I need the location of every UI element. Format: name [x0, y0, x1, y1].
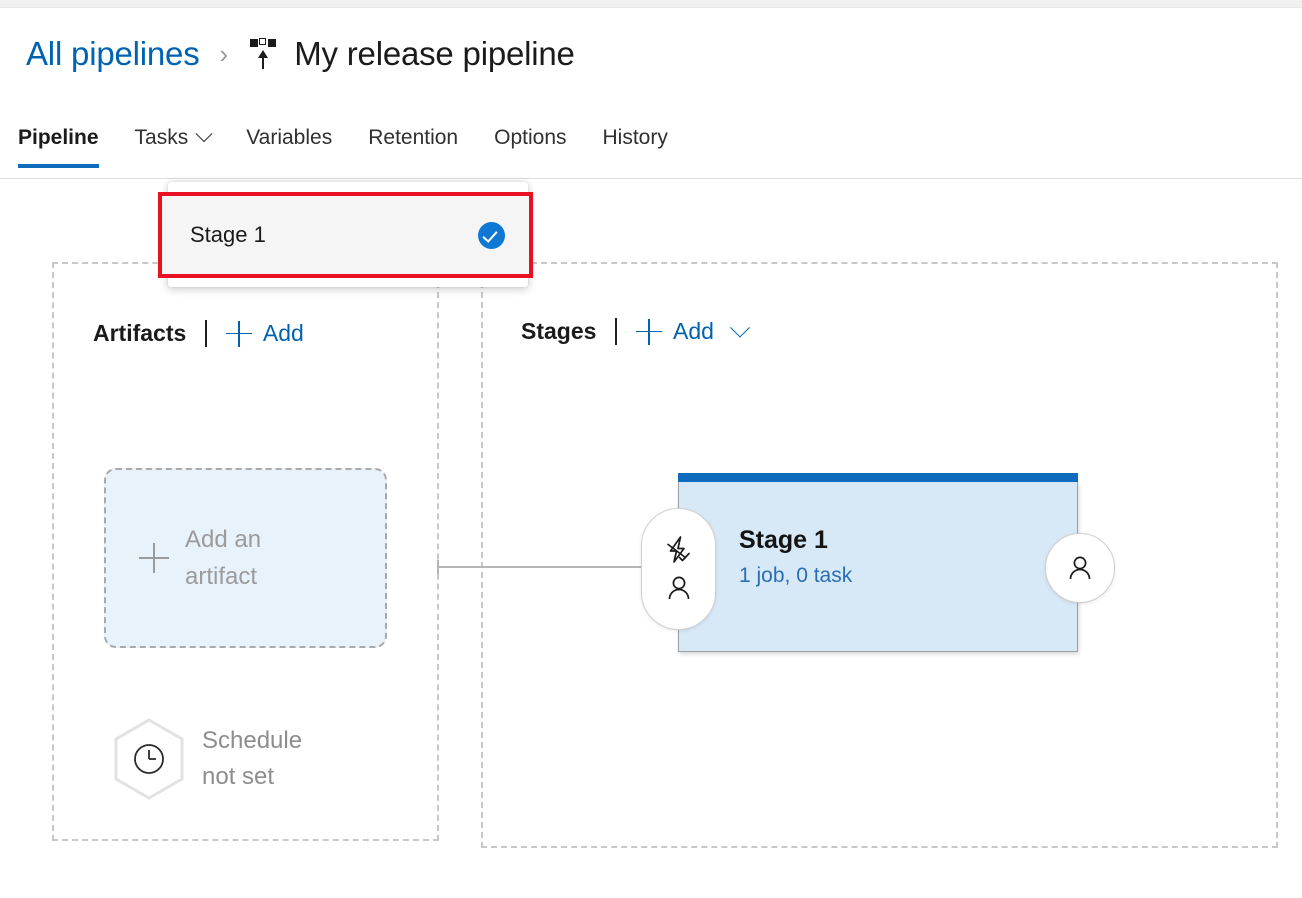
release-pipeline-icon: [245, 35, 281, 73]
tab-history-label: History: [602, 126, 668, 149]
tab-options[interactable]: Options: [494, 108, 566, 150]
tab-bar-divider: [0, 178, 1302, 179]
schedule-line1: Schedule: [202, 727, 303, 754]
breadcrumb-all-pipelines[interactable]: All pipelines: [26, 35, 200, 72]
stage-card-name: Stage 1: [739, 526, 828, 554]
schedule-trigger[interactable]: Schedule not set: [113, 718, 302, 800]
tab-variables[interactable]: Variables: [246, 108, 332, 150]
add-artifact-tile[interactable]: Add an artifact: [104, 468, 387, 648]
top-chrome-band: [0, 0, 1302, 8]
plus-icon[interactable]: [636, 318, 663, 345]
clock-hexagon-icon[interactable]: [113, 718, 185, 800]
chevron-down-icon: [195, 125, 213, 143]
artifacts-heading: Artifacts: [93, 320, 187, 346]
divider: [615, 318, 618, 345]
schedule-label: Schedule not set: [202, 723, 302, 795]
add-stage-link[interactable]: Add: [673, 318, 714, 344]
add-artifact-link[interactable]: Add: [262, 320, 304, 346]
schedule-line2: not set: [202, 763, 275, 790]
stages-panel: [481, 262, 1278, 848]
divider: [205, 320, 207, 347]
tasks-dropdown-item-label: Stage 1: [190, 222, 266, 247]
tab-history[interactable]: History: [603, 108, 668, 150]
tab-tasks[interactable]: Tasks: [134, 108, 213, 150]
lightning-check-icon: [664, 535, 694, 565]
add-artifact-line2: artifact: [185, 563, 258, 590]
tab-options-label: Options: [494, 126, 567, 149]
breadcrumb-separator-icon: ›: [219, 38, 229, 69]
tasks-dropdown-item-stage-1[interactable]: Stage 1: [158, 192, 533, 278]
stage-card-accent-bar: [678, 473, 1078, 482]
stage-card-body: Stage 1 1 job, 0 task: [739, 526, 852, 588]
tab-retention-label: Retention: [368, 126, 459, 149]
tab-pipeline[interactable]: Pipeline: [18, 108, 99, 168]
stage-card-meta[interactable]: 1 job, 0 task: [739, 564, 853, 587]
tab-bar: Pipeline Tasks Variables Retention Optio…: [0, 108, 1302, 179]
tab-tasks-label: Tasks: [134, 126, 189, 149]
artifacts-section-header: Artifacts Add: [93, 320, 304, 347]
add-artifact-line1: Add an: [185, 525, 262, 553]
person-icon: [1065, 553, 1095, 583]
plus-icon: [139, 543, 169, 573]
person-icon: [664, 573, 694, 603]
stages-heading: Stages: [521, 318, 597, 344]
plus-icon[interactable]: [225, 320, 252, 347]
page-title: My release pipeline: [294, 35, 575, 72]
stages-section-header: Stages Add: [521, 317, 750, 345]
artifact-stage-connector: [438, 566, 650, 568]
pre-deployment-conditions-button[interactable]: [641, 508, 716, 630]
tab-retention[interactable]: Retention: [368, 108, 458, 150]
chevron-down-icon[interactable]: [730, 317, 750, 338]
page-header: All pipelines › My release pipeline: [0, 8, 1302, 100]
check-circle-icon: [478, 221, 505, 249]
tab-pipeline-label: Pipeline: [18, 126, 99, 149]
stage-card[interactable]: Stage 1 1 job, 0 task: [678, 473, 1078, 652]
post-deployment-conditions-button[interactable]: [1045, 533, 1115, 603]
tab-variables-label: Variables: [246, 126, 333, 149]
add-artifact-tile-label: Add an artifact: [185, 521, 261, 595]
